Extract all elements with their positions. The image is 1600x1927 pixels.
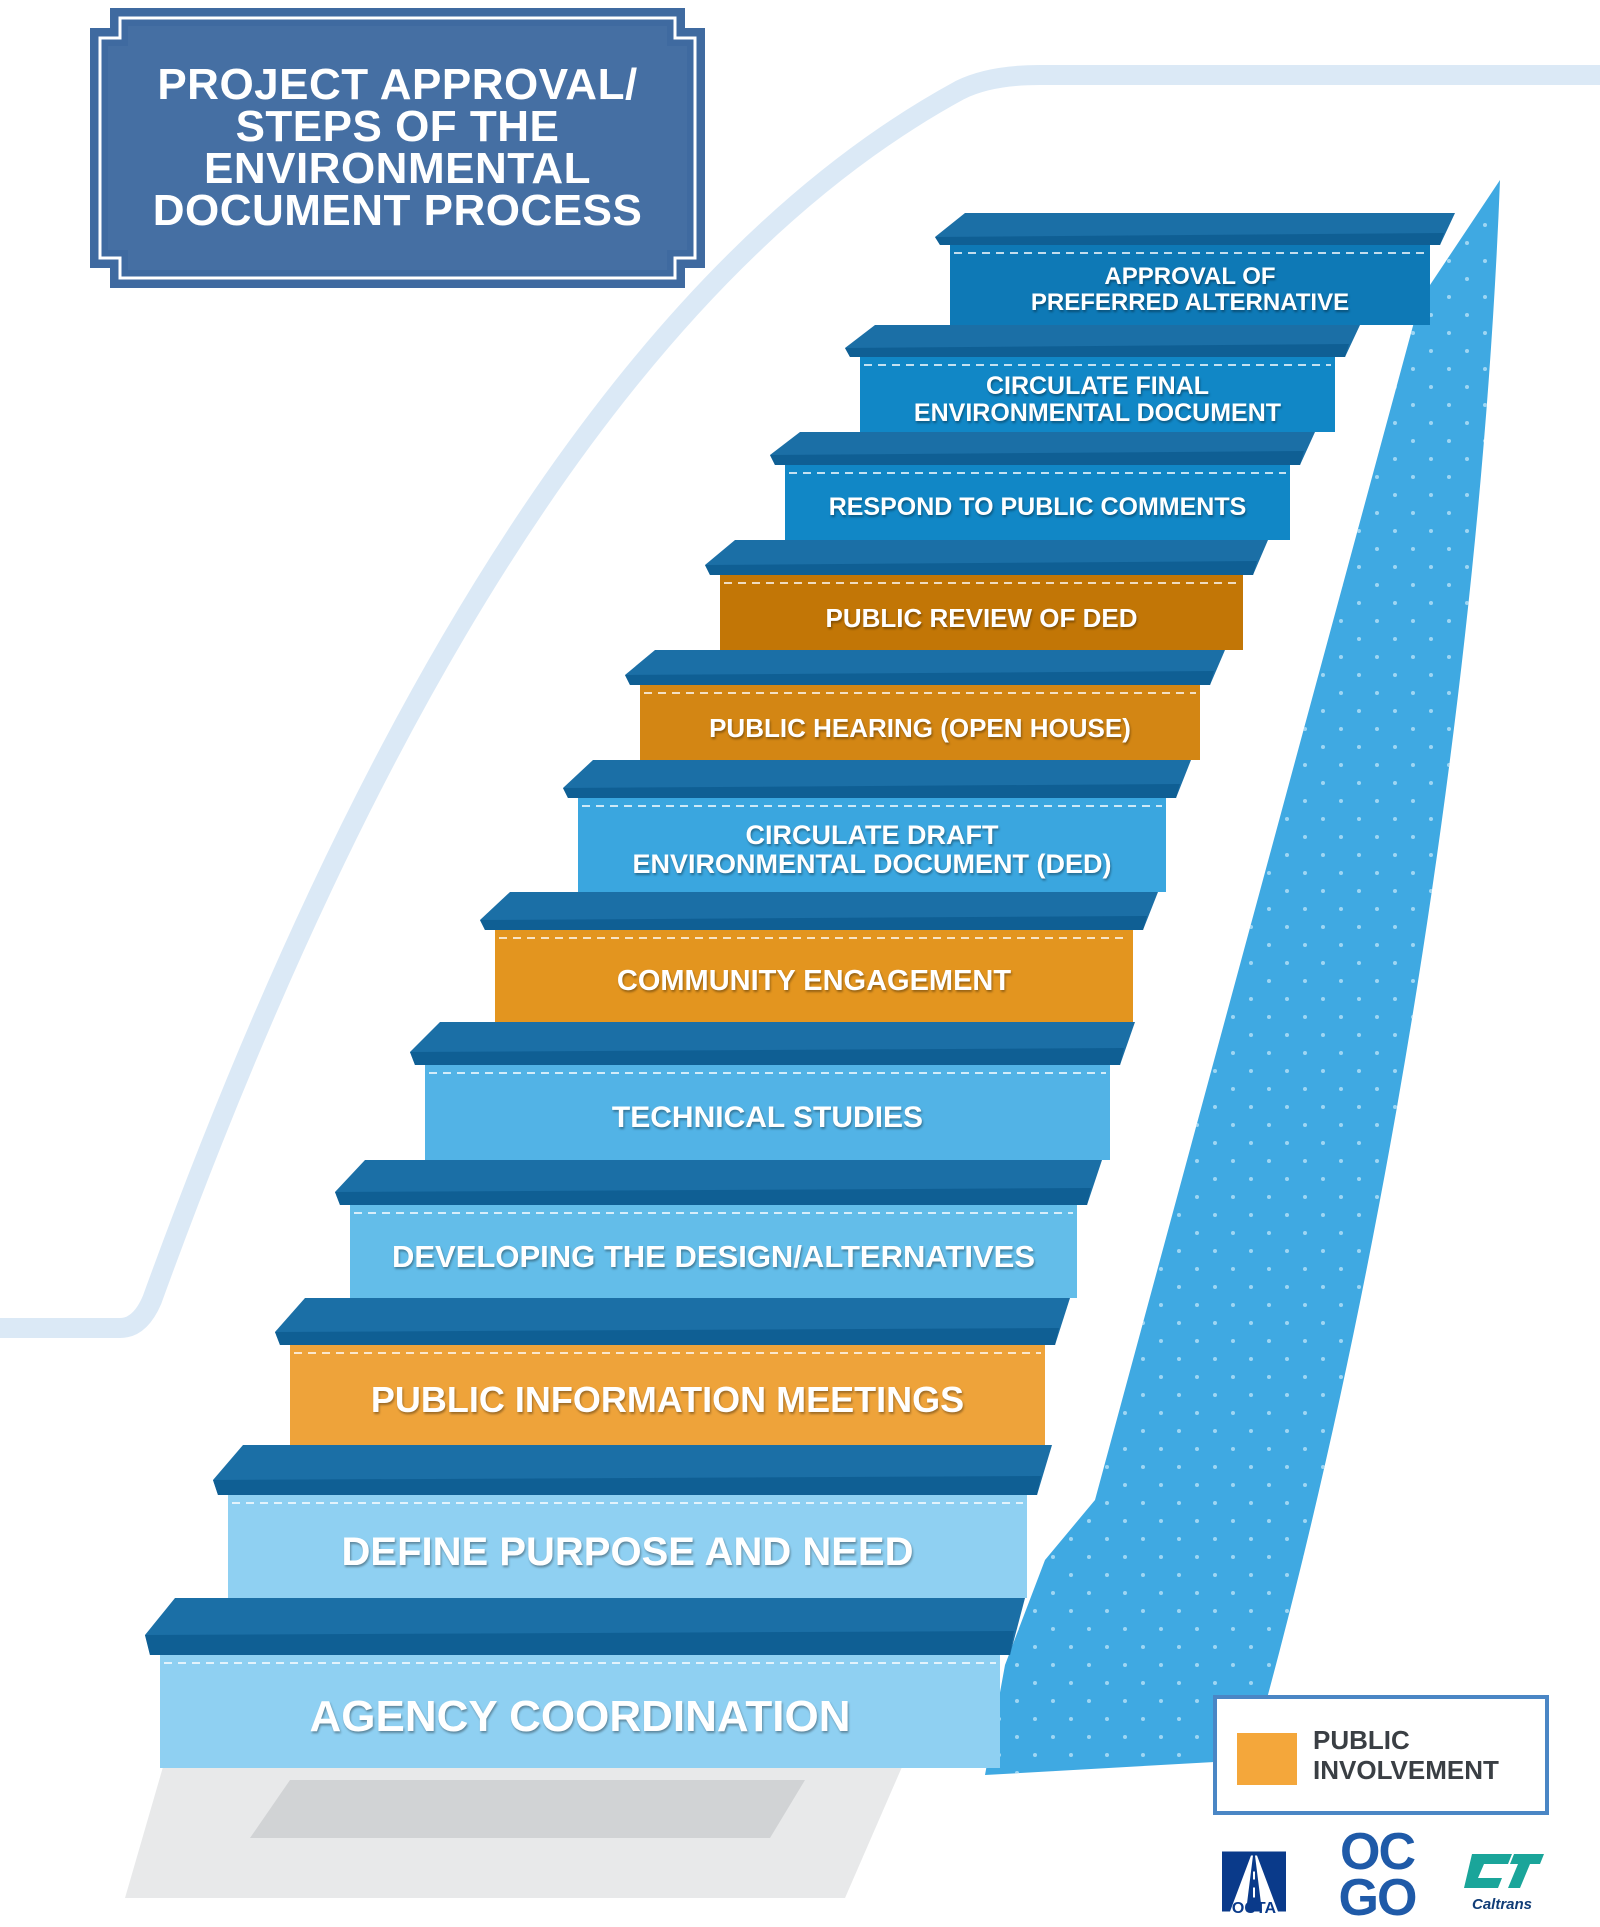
stair-riser-public-involvement [720, 575, 1243, 650]
stair-step [563, 760, 1191, 892]
step-label: AGENCY COORDINATION [160, 1665, 1000, 1768]
stair-riser [578, 798, 1166, 892]
step-label: DEVELOPING THE DESIGN/ALTERNATIVES [350, 1215, 1077, 1298]
ocgo-logo-icon: OC [1340, 1823, 1416, 1881]
stair-step [705, 540, 1268, 650]
step-label-line: PREFERRED ALTERNATIVE [1030, 289, 1350, 316]
legend-label: PUBLIC INVOLVEMENT [1313, 1725, 1499, 1785]
stair-step [480, 892, 1158, 1022]
stair-riser [228, 1495, 1027, 1598]
octa-road-logo-icon [1222, 1851, 1286, 1912]
title-box: PROJECT APPROVAL/ STEPS OF THE ENVIRONME… [90, 8, 705, 288]
step-label-line: ENVIRONMENTAL DOCUMENT (DED) [632, 849, 1112, 879]
step-label-line: AGENCY COORDINATION [309, 1691, 851, 1741]
stair-tread-edge [213, 1476, 1041, 1495]
step-label: PUBLIC HEARING (OPEN HOUSE) [640, 695, 1200, 760]
stair-step [145, 1598, 1025, 1768]
step-label: PUBLIC INFORMATION MEETINGS [290, 1355, 1045, 1445]
stair-step [410, 1022, 1135, 1160]
stair-tread-edge [935, 233, 1444, 245]
step-label-line: RESPOND TO PUBLIC COMMENTS [828, 493, 1247, 521]
steps [145, 213, 1455, 1768]
step-label: RESPOND TO PUBLIC COMMENTS [785, 475, 1290, 540]
stair-tread-edge [145, 1631, 1014, 1655]
ocgo-logo-text: GO [1338, 1869, 1418, 1927]
orange-square-icon [1237, 1733, 1297, 1785]
caltrans-logo-text: Caltrans [1471, 1896, 1533, 1913]
title-frame [90, 8, 705, 288]
title-line: ENVIRONMENTAL [203, 144, 591, 193]
stair-riser [950, 245, 1430, 325]
stair-tread-edge [705, 561, 1257, 575]
stair-tread-edge [625, 671, 1214, 685]
legend-line: INVOLVEMENT [1313, 1755, 1499, 1785]
stair-riser-public-involvement [290, 1345, 1045, 1445]
step-label-line: DEFINE PURPOSE AND NEED [341, 1529, 914, 1574]
stair-riser-public-involvement [495, 930, 1133, 1022]
stair-tread-edge [335, 1188, 1091, 1205]
step-label-line: APPROVAL OF [1104, 263, 1276, 290]
stair-step [625, 650, 1225, 760]
stair-step [335, 1160, 1102, 1298]
stair-riser [785, 465, 1290, 540]
stair-tread-edge [563, 784, 1180, 798]
stair-tread-edge [410, 1048, 1124, 1065]
stair-riser [425, 1065, 1110, 1160]
stair-riser-public-involvement [640, 685, 1200, 760]
legend: PUBLIC INVOLVEMENT [1213, 1695, 1549, 1815]
stair-tread-edge [480, 916, 1147, 930]
caltrans-logo-icon [1464, 1854, 1544, 1888]
octa-logo-text: OCTA [1231, 1900, 1277, 1917]
step-label: TECHNICAL STUDIES [425, 1075, 1110, 1160]
stair-step [275, 1298, 1070, 1445]
legend-line: PUBLIC [1313, 1725, 1410, 1755]
step-label-line: CIRCULATE FINAL [985, 371, 1210, 400]
title-line: STEPS OF THE [235, 102, 560, 151]
stair-tread-edge [275, 1328, 1059, 1345]
title-text: PROJECT APPROVAL/ STEPS OF THE ENVIRONME… [90, 8, 705, 288]
step-label: COMMUNITY ENGAGEMENT [495, 940, 1133, 1022]
stair-tread-edge [770, 451, 1304, 465]
landing-pad [125, 1760, 905, 1898]
stair-riser [860, 357, 1335, 432]
stair-step [935, 213, 1455, 325]
title-line: PROJECT APPROVAL/ [157, 60, 638, 109]
step-label-line: DEVELOPING THE DESIGN/ALTERNATIVES [391, 1239, 1036, 1274]
stair-tread-edge [845, 344, 1349, 357]
stair-riser [350, 1205, 1077, 1298]
step-label-line: PUBLIC REVIEW OF DED [825, 602, 1138, 633]
stair-riser [160, 1655, 1000, 1768]
step-label-line: ENVIRONMENTAL DOCUMENT [913, 398, 1282, 427]
title-line: DOCUMENT PROCESS [152, 186, 643, 235]
step-label-line: PUBLIC HEARING (OPEN HOUSE) [709, 712, 1131, 743]
step-label: PUBLIC REVIEW OF DED [720, 585, 1243, 650]
stair-step [213, 1445, 1052, 1598]
step-label-line: TECHNICAL STUDIES [611, 1100, 924, 1134]
stair-step [845, 325, 1360, 432]
step-label-line: COMMUNITY ENGAGEMENT [616, 964, 1012, 997]
step-label-line: PUBLIC INFORMATION MEETINGS [370, 1379, 965, 1420]
step-label-line: CIRCULATE DRAFT [745, 820, 999, 850]
stair-step [770, 432, 1315, 540]
background-curve [0, 65, 1600, 1338]
step-label: DEFINE PURPOSE AND NEED [228, 1505, 1027, 1598]
